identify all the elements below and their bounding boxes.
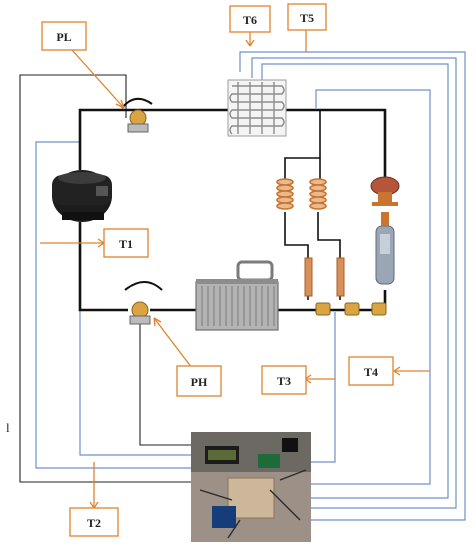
expansion-valve-icon xyxy=(371,177,399,206)
condenser-icon xyxy=(196,262,278,330)
pressure-transducer-high-icon xyxy=(125,282,162,324)
label-t4-text: T4 xyxy=(364,365,378,379)
label-ph-text: PH xyxy=(191,375,208,389)
pressure-wiring xyxy=(20,75,195,482)
arrow-pl xyxy=(72,50,124,108)
label-t3: T3 xyxy=(262,366,306,394)
label-pl: PL xyxy=(42,22,86,50)
label-t2-text: T2 xyxy=(87,516,101,530)
tee-fittings xyxy=(316,303,386,315)
copper-tubes xyxy=(305,258,344,296)
capillary-coil-icon xyxy=(277,179,326,209)
arduino-board-photo xyxy=(191,432,311,542)
label-t5: T5 xyxy=(288,4,326,30)
label-t1: T1 xyxy=(104,229,148,257)
label-t4: T4 xyxy=(349,357,393,385)
compressor-icon xyxy=(52,170,112,222)
side-mark: l xyxy=(6,420,10,435)
label-t5-text: T5 xyxy=(300,11,314,25)
label-t6-text: T6 xyxy=(243,13,257,27)
label-t2: T2 xyxy=(70,508,118,536)
label-t1-text: T1 xyxy=(119,237,133,251)
label-ph: PH xyxy=(177,366,221,396)
label-t3-text: T3 xyxy=(277,374,291,388)
label-t6: T6 xyxy=(230,6,270,32)
arrow-ph xyxy=(154,318,192,368)
label-pl-text: PL xyxy=(56,30,71,44)
filter-drier-icon xyxy=(376,212,394,284)
evaporator-coil-icon xyxy=(228,80,286,136)
